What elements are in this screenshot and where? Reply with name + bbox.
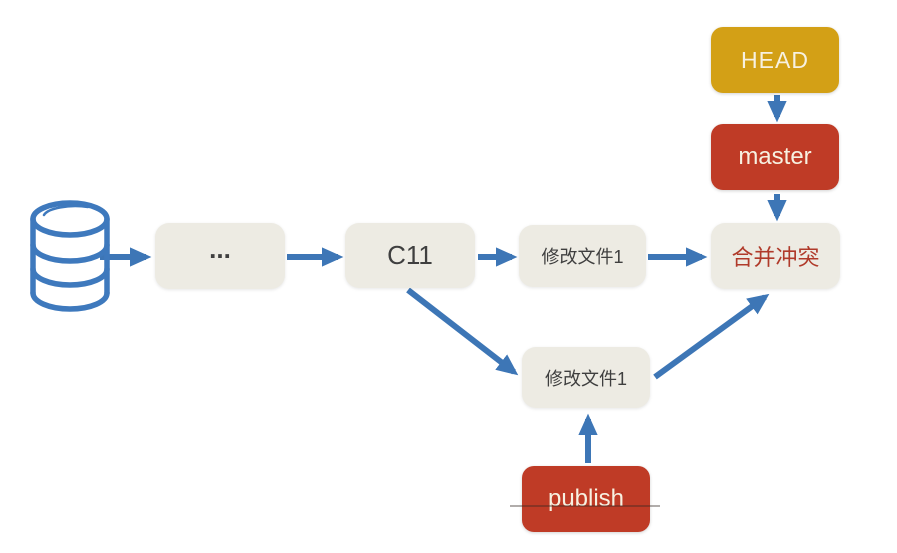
node-master-label: master [738, 143, 812, 170]
arrow-modify-bottom-to-conflict [653, 293, 770, 380]
node-modify-file-bottom: 修改文件1 [522, 347, 650, 408]
arrow-c11-to-modify-bottom [406, 287, 519, 376]
node-publish: publish [522, 466, 650, 532]
node-modify-file-bottom-label: 修改文件1 [544, 368, 627, 389]
faint-horizontal-line [510, 505, 660, 507]
node-modify-file-top-label: 修改文件1 [541, 247, 624, 267]
node-merge-conflict: 合并冲突 [711, 223, 840, 289]
node-commit-c11-label: C11 [387, 240, 433, 270]
node-merge-conflict-label: 合并冲突 [731, 245, 820, 270]
node-head-label: HEAD [741, 46, 809, 73]
database-icon [28, 197, 112, 315]
node-commit-c11: C11 [345, 223, 475, 288]
node-head: HEAD [711, 27, 839, 93]
node-modify-file-top: 修改文件1 [519, 225, 646, 287]
node-publish-label: publish [547, 485, 625, 512]
node-ellipsis-commits: ... [155, 223, 285, 289]
node-ellipsis-commits-label: ... [209, 233, 231, 264]
node-master: master [711, 124, 839, 190]
